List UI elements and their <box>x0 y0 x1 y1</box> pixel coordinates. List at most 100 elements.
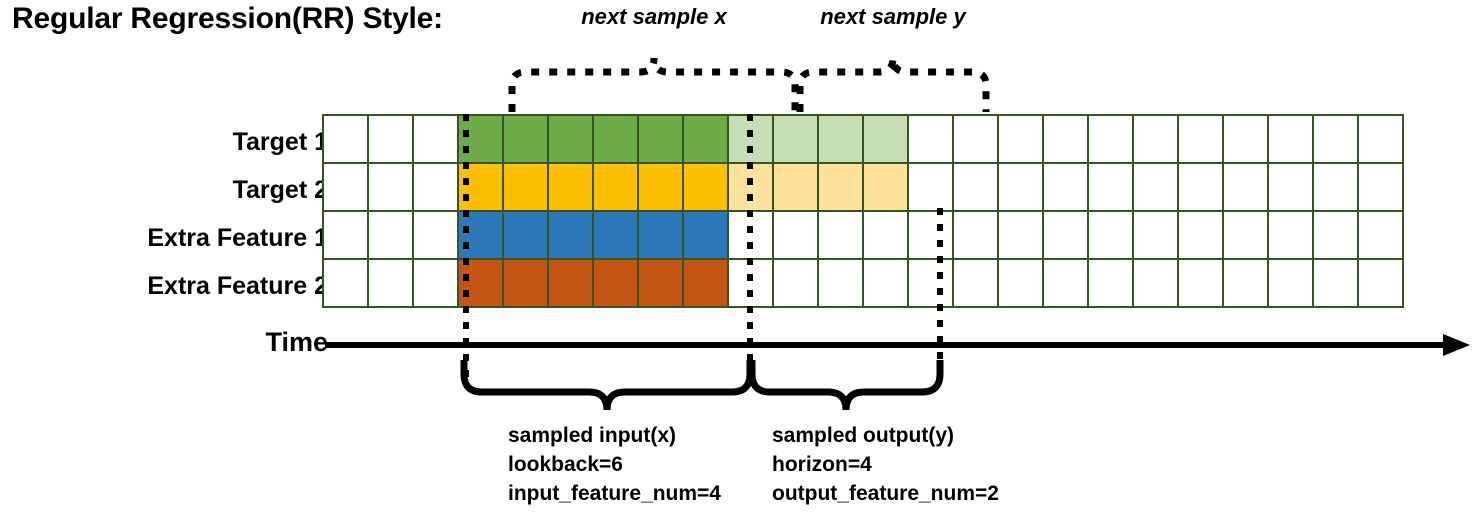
grid-cell <box>682 162 729 212</box>
grid-cell <box>547 162 594 212</box>
grid-cell <box>502 162 549 212</box>
sampled-output-line-1: sampled output(y) <box>772 424 954 447</box>
top-brace-next-sample-y <box>796 57 990 112</box>
grid-cell <box>637 114 684 164</box>
grid-row-extra-feature-2 <box>322 258 1404 308</box>
grid-cell <box>772 114 819 164</box>
grid-cell <box>817 258 864 308</box>
grid-cell <box>1042 162 1089 212</box>
grid-cell <box>502 114 549 164</box>
bottom-brace-sampled-input <box>460 360 754 411</box>
grid-cell <box>1177 162 1224 212</box>
grid-cell <box>727 162 774 212</box>
grid-cell <box>1357 114 1404 164</box>
grid-cell <box>727 210 774 260</box>
grid-cell <box>1177 210 1224 260</box>
grid-cell <box>547 258 594 308</box>
grid-cell <box>952 258 999 308</box>
grid-row-target-1 <box>322 114 1404 164</box>
grid-cell <box>457 210 504 260</box>
grid-cell <box>1042 114 1089 164</box>
grid-cell <box>1177 114 1224 164</box>
grid-cell <box>1267 210 1314 260</box>
sampled-input-line-1: sampled input(x) <box>508 424 677 447</box>
grid-cell <box>772 210 819 260</box>
grid-cell <box>997 210 1044 260</box>
grid-row-target-2 <box>322 162 1404 212</box>
grid-cell <box>1087 162 1134 212</box>
grid-cell <box>322 258 369 308</box>
grid-cell <box>367 210 414 260</box>
grid-cell <box>907 114 954 164</box>
grid-cell <box>682 210 729 260</box>
grid-cell <box>457 258 504 308</box>
grid-cell <box>727 114 774 164</box>
grid-cell <box>727 258 774 308</box>
sampled-output-line-3: output_feature_num=2 <box>772 482 999 505</box>
grid-cell <box>367 258 414 308</box>
row-label-target-1: Target 1 <box>232 128 328 156</box>
grid-cell <box>1222 114 1269 164</box>
grid-cell <box>1177 258 1224 308</box>
grid-cell <box>1357 162 1404 212</box>
grid-cell <box>1312 210 1359 260</box>
grid-cell <box>457 162 504 212</box>
bottom-caption-sampled-output: sampled output(y) horizon=4 output_featu… <box>772 421 999 508</box>
grid-cell <box>817 210 864 260</box>
grid-cell <box>1042 210 1089 260</box>
grid-cell <box>1132 114 1179 164</box>
grid-cell <box>412 258 459 308</box>
grid-cell <box>592 258 639 308</box>
row-label-target-2: Target 2 <box>232 176 328 204</box>
grid-cell <box>1222 162 1269 212</box>
grid-cell <box>1312 114 1359 164</box>
grid-cell <box>817 114 864 164</box>
grid-cell <box>1087 258 1134 308</box>
grid-cell <box>1132 210 1179 260</box>
grid-cell <box>907 162 954 212</box>
grid-row-extra-feature-1 <box>322 210 1404 260</box>
grid-cell <box>1087 210 1134 260</box>
page-title: Regular Regression(RR) Style: <box>12 2 443 35</box>
grid-cell <box>592 210 639 260</box>
grid-cell <box>772 258 819 308</box>
grid-cell <box>997 162 1044 212</box>
grid-cell <box>952 210 999 260</box>
grid-cell <box>862 210 909 260</box>
grid-cell <box>862 258 909 308</box>
timeseries-grid <box>322 114 1404 308</box>
top-brace-next-sample-x <box>508 57 799 112</box>
grid-cell <box>1222 258 1269 308</box>
grid-cell <box>547 210 594 260</box>
grid-cell <box>367 114 414 164</box>
grid-cell <box>952 162 999 212</box>
grid-cell <box>997 258 1044 308</box>
grid-cell <box>772 162 819 212</box>
grid-cell <box>1267 258 1314 308</box>
sampled-output-line-2: horizon=4 <box>772 453 872 476</box>
grid-cell <box>637 162 684 212</box>
grid-cell <box>1267 162 1314 212</box>
grid-cell <box>502 258 549 308</box>
top-brace-caption-next-sample-y: next sample y <box>820 4 966 29</box>
grid-cell <box>322 210 369 260</box>
time-axis-arrow <box>325 334 1470 356</box>
grid-cell <box>412 162 459 212</box>
grid-cell <box>907 210 954 260</box>
grid-cell <box>907 258 954 308</box>
grid-cell <box>682 258 729 308</box>
bottom-caption-sampled-input: sampled input(x) lookback=6 input_featur… <box>508 421 721 508</box>
grid-cell <box>637 210 684 260</box>
grid-cell <box>1357 210 1404 260</box>
grid-cell <box>997 114 1044 164</box>
grid-cell <box>1357 258 1404 308</box>
grid-cell <box>367 162 414 212</box>
top-brace-caption-next-sample-x: next sample x <box>581 4 727 29</box>
row-label-extra-feature-2: Extra Feature 2 <box>147 272 328 300</box>
grid-cell <box>1267 114 1314 164</box>
grid-cell <box>502 210 549 260</box>
grid-cell <box>1312 162 1359 212</box>
sampled-input-line-2: lookback=6 <box>508 453 623 476</box>
grid-cell <box>952 114 999 164</box>
grid-cell <box>1312 258 1359 308</box>
